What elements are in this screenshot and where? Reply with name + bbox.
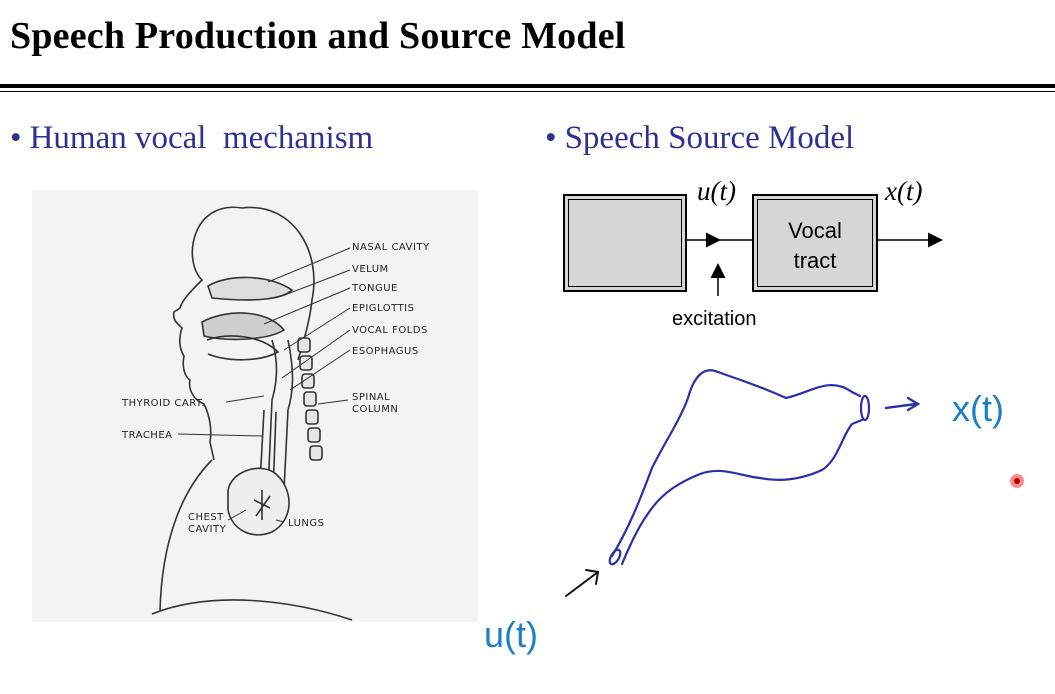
bullet-dot: • <box>545 120 557 156</box>
label-cavity: CAVITY <box>188 524 227 535</box>
bullet-text: Human vocal mechanism <box>29 120 374 156</box>
label-spinal: SPINAL <box>352 392 390 403</box>
output-signal-label: x(t) <box>885 176 923 206</box>
excitation-label: excitation <box>672 308 757 330</box>
output-ink-arrow <box>884 396 921 412</box>
label-thyroid-cart: THYROID CART. <box>121 398 205 409</box>
vocal-tract-block: Vocal tract <box>752 194 878 292</box>
tube-input-opening <box>608 548 622 566</box>
label-esophagus: ESOPHAGUS <box>352 346 419 357</box>
bullet-speech-source: •Speech Source Model <box>545 120 854 157</box>
label-tongue: TONGUE <box>351 283 398 294</box>
vocal-tract-label: Vocal tract <box>754 216 876 276</box>
vocal-anatomy-figure: NASAL CAVITY VELUM TONGUE EPIGLOTTIS VOC… <box>32 190 478 622</box>
label-velum: VELUM <box>352 264 389 275</box>
bullet-dot: • <box>10 120 22 156</box>
label-epiglottis: EPIGLOTTIS <box>352 303 414 314</box>
input-ink-arrow <box>565 569 600 597</box>
label-vocal-folds: VOCAL FOLDS <box>352 325 428 336</box>
label-lungs: LUNGS <box>288 518 324 529</box>
bullet-text: Speech Source Model <box>564 120 855 156</box>
label-chest: CHEST <box>188 512 224 523</box>
vocal-anatomy-drawing: NASAL CAVITY VELUM TONGUE EPIGLOTTIS VOC… <box>121 206 430 621</box>
label-nasal-cavity: NASAL CAVITY <box>352 242 430 253</box>
bullet-human-vocal: •Human vocal mechanism <box>10 120 373 157</box>
input-signal-label: u(t) <box>697 176 736 206</box>
vocal-tract-line2: tract <box>793 248 837 273</box>
title-rule-thick <box>0 84 1055 88</box>
tube-output-opening <box>859 394 871 422</box>
vocal-tract-sketch <box>610 369 864 566</box>
title-rule-thin <box>0 91 1055 92</box>
handwritten-input-label: u(t) <box>484 614 538 655</box>
handwritten-output-label: x(t) <box>952 388 1004 429</box>
label-trachea: TRACHEA <box>121 430 172 441</box>
excitation-source-block <box>563 194 687 292</box>
pointer-cursor-icon <box>1010 474 1024 488</box>
label-column: COLUMN <box>352 404 398 415</box>
vocal-tract-line1: Vocal <box>788 218 842 243</box>
slide-title: Speech Production and Source Model <box>10 15 626 57</box>
